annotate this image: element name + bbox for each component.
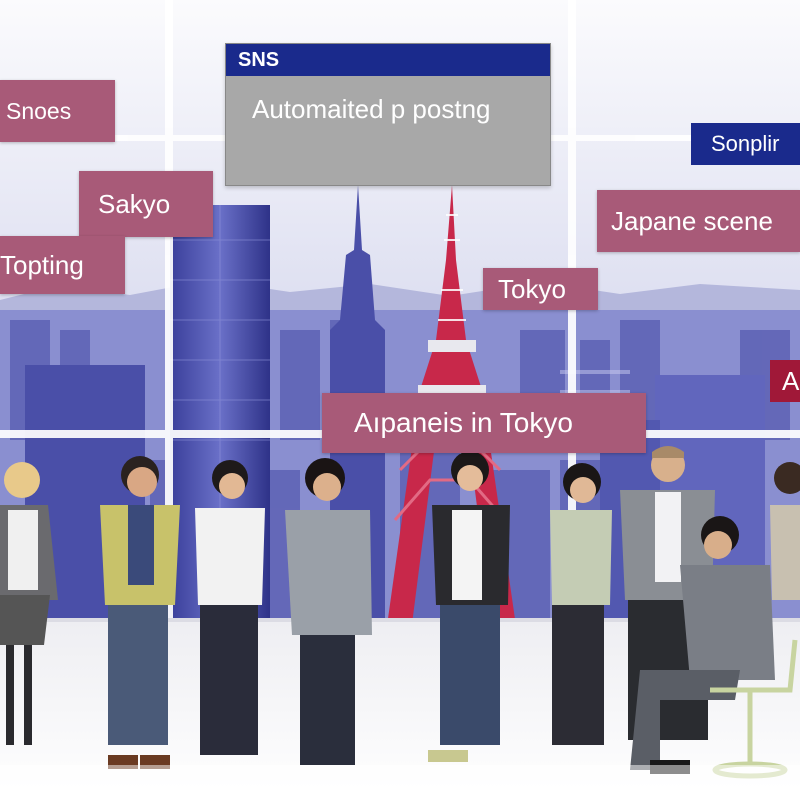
person-8 <box>630 516 775 774</box>
tag-apaneis-in-tokyo: Aıpaneis in Tokyo <box>322 393 646 453</box>
person-5 <box>428 451 510 762</box>
tag-sonplin-text: Sonplir <box>711 131 780 156</box>
tag-topting: Topting <box>0 236 125 294</box>
person-4 <box>285 458 372 765</box>
sns-body-text: Automaited p postng <box>252 94 491 124</box>
tag-sakyo: Sakyo <box>79 171 213 237</box>
tag-topting-text: Topting <box>0 249 84 280</box>
tag-sonplin: Sonplir <box>691 123 800 165</box>
person-9 <box>770 462 800 600</box>
tag-partial-a: A <box>770 360 800 402</box>
person-1 <box>0 462 58 745</box>
person-3 <box>195 460 265 755</box>
sns-window: SNS Automaited p postng <box>225 43 551 186</box>
tag-snoes: Snoes <box>0 80 115 142</box>
person-2 <box>100 456 180 769</box>
sns-title-bar: SNS <box>226 44 550 76</box>
tag-snoes-text: Snoes <box>6 97 72 124</box>
glass-tower-lines <box>170 205 270 640</box>
tag-japane-scene: Japane scene <box>597 190 800 252</box>
person-6 <box>550 463 612 745</box>
tag-tokyo-text: Tokyo <box>498 273 566 304</box>
tag-japane-scene-text: Japane scene <box>611 205 773 236</box>
floor-reflection <box>0 765 800 800</box>
tag-partial-a-text: A <box>782 365 800 396</box>
tag-sakyo-text: Sakyo <box>98 188 171 219</box>
tag-tokyo: Tokyo <box>483 268 598 310</box>
sns-title: SNS <box>238 48 280 71</box>
people <box>0 446 800 779</box>
tag-apaneis-in-tokyo-text: Aıpaneis in Tokyo <box>354 407 573 438</box>
